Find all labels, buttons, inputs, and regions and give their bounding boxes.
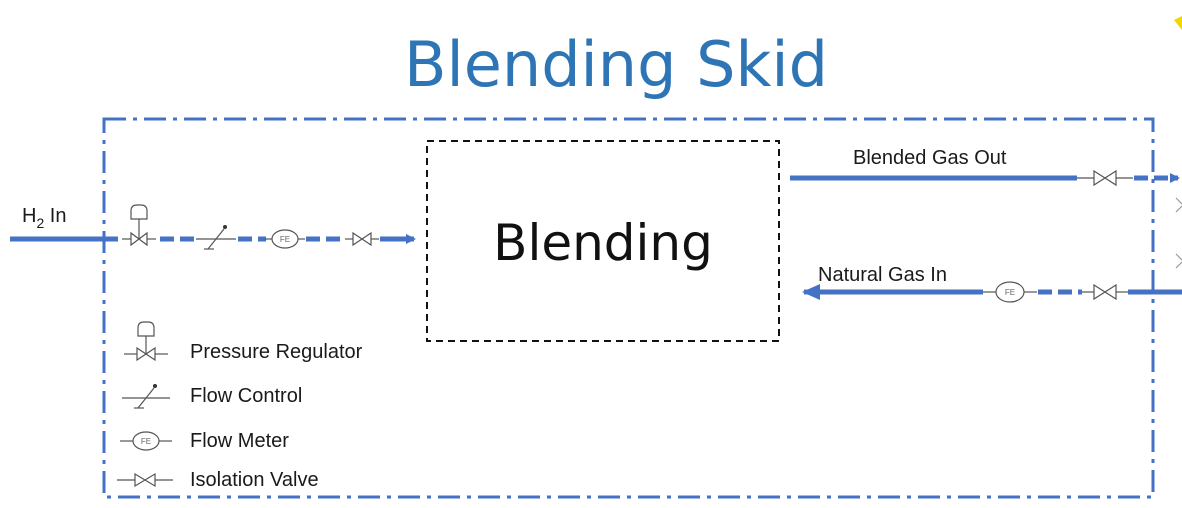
legend-label: Flow Meter bbox=[190, 430, 289, 452]
skid-boundary bbox=[102, 117, 1155, 499]
legend-flow-meter-icon: FE bbox=[120, 431, 172, 451]
legend-flow-control-icon bbox=[122, 384, 170, 409]
legend-label: Flow Control bbox=[190, 385, 302, 407]
offpage-symbol-fragment bbox=[1175, 197, 1182, 213]
blending-block-label: Blending bbox=[493, 214, 713, 272]
flow-meter-icon: FE bbox=[265, 229, 305, 249]
legend-isolation-valve-icon bbox=[117, 472, 173, 488]
svg-text:FE: FE bbox=[280, 235, 290, 244]
natural-gas-in-label: Natural Gas In bbox=[818, 264, 947, 286]
diagram-title: Blending Skid bbox=[404, 28, 828, 101]
legend-label: Pressure Regulator bbox=[190, 341, 363, 363]
yellow-edge-mark bbox=[1174, 16, 1182, 30]
flow-control-icon bbox=[196, 225, 236, 250]
offpage-symbol-fragment bbox=[1175, 253, 1182, 269]
legend: Pressure Regulator Flow Control FE Flow … bbox=[117, 321, 363, 491]
blended-gas-out-label: Blended Gas Out bbox=[853, 147, 1007, 169]
legend-pressure-regulator-icon bbox=[124, 321, 168, 362]
pressure-regulator-icon bbox=[122, 204, 156, 247]
legend-label: Isolation Valve bbox=[190, 469, 319, 491]
svg-text:FE: FE bbox=[1005, 288, 1015, 297]
isolation-valve-icon bbox=[345, 231, 379, 247]
isolation-valve-icon bbox=[1077, 169, 1133, 187]
flow-meter-icon: FE bbox=[983, 281, 1037, 303]
h2-in-label: H2 In bbox=[22, 205, 67, 231]
isolation-valve-icon bbox=[1082, 283, 1128, 301]
svg-text:FE: FE bbox=[141, 437, 151, 446]
